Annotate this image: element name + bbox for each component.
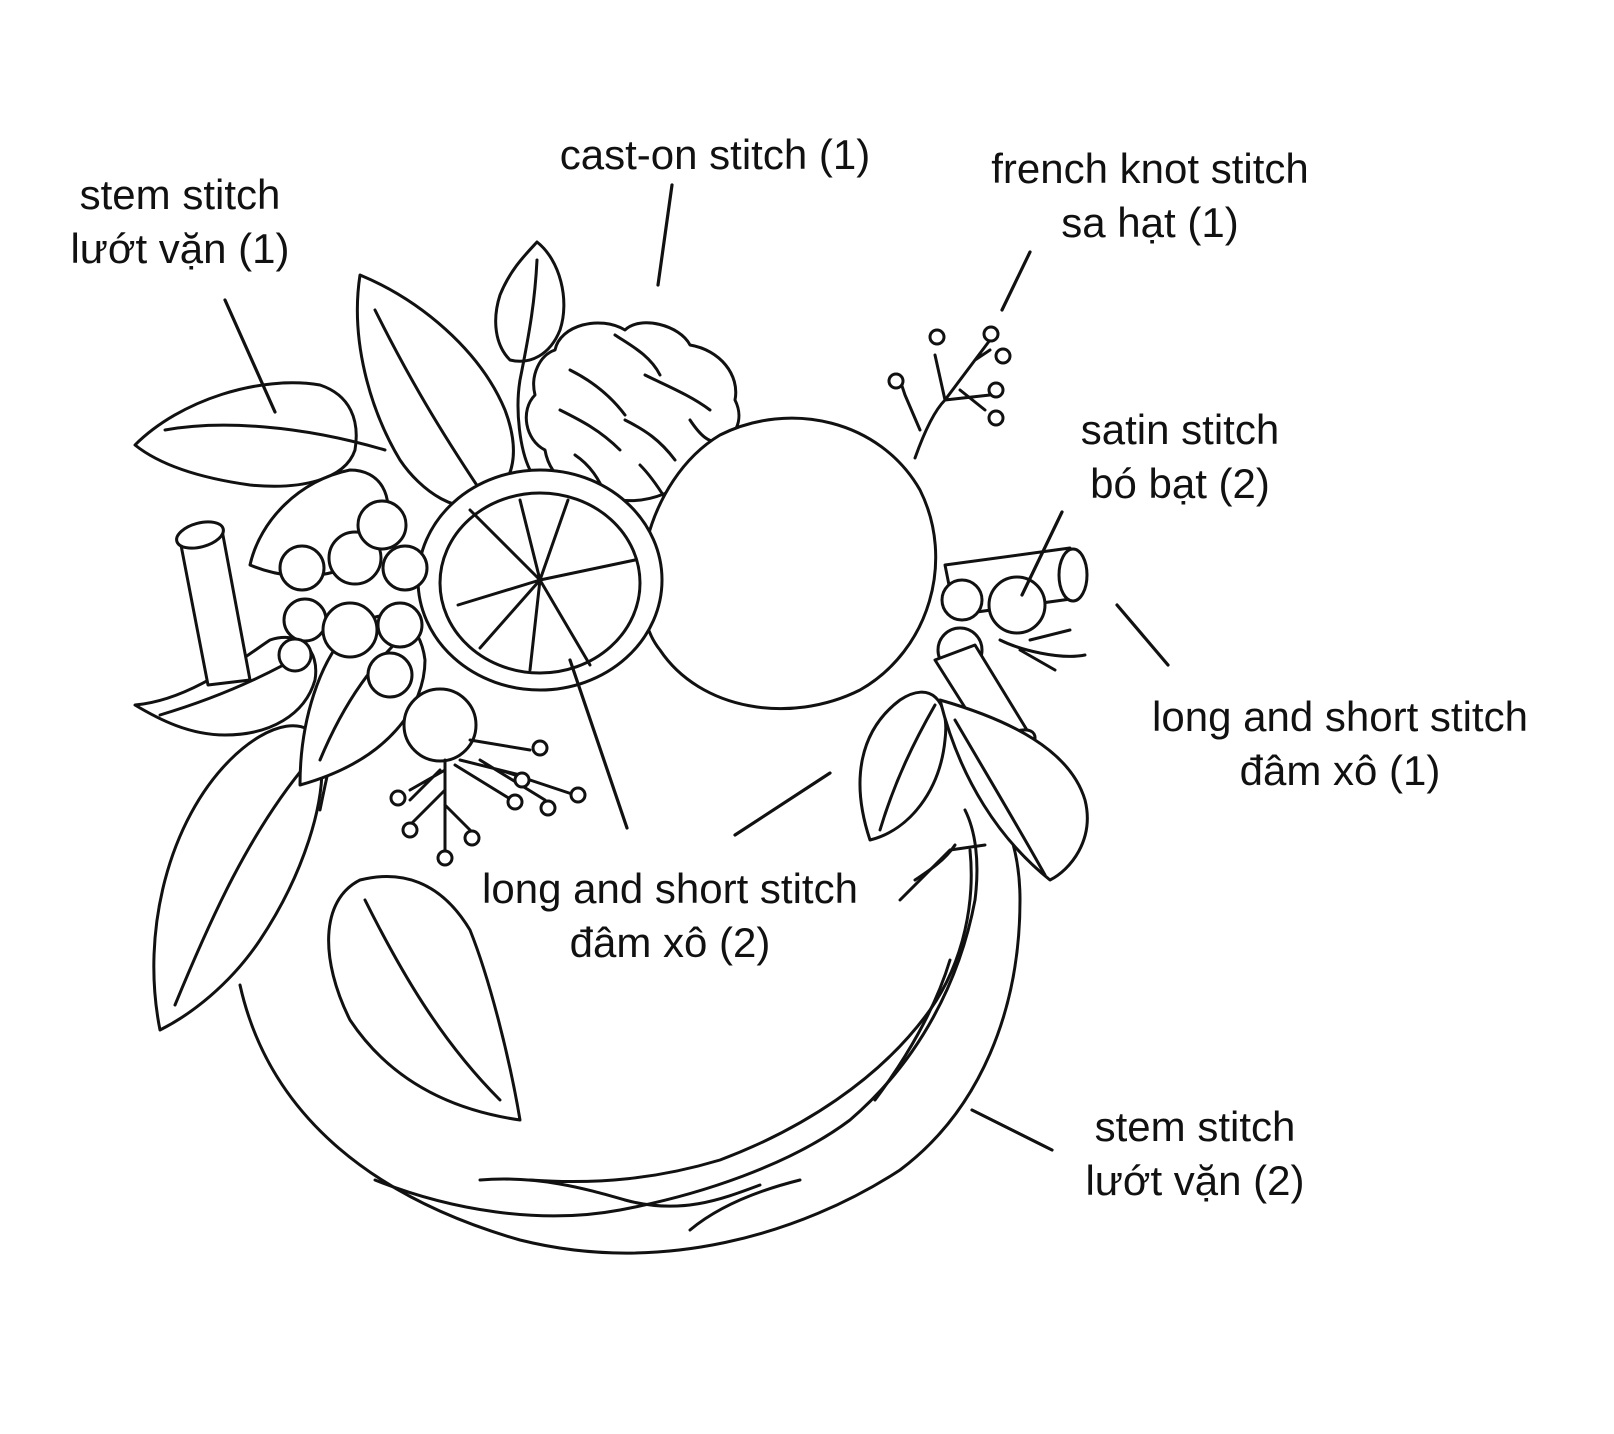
leader-stem-1 bbox=[223, 298, 277, 414]
berry-cluster bbox=[277, 499, 478, 763]
berry-sprigs-lower bbox=[389, 738, 587, 867]
label-stem-stitch-2: stem stitch lướt vặn (2) bbox=[1075, 1100, 1315, 1208]
label-long-short-1-line2: đâm xô (1) bbox=[1239, 747, 1441, 794]
wreath-branch bbox=[238, 698, 1022, 1255]
leaves-left bbox=[133, 468, 427, 1032]
label-satin-line2: bó bạt (2) bbox=[1090, 460, 1270, 507]
round-fruit bbox=[639, 416, 938, 711]
leaf-tall-left bbox=[355, 273, 515, 508]
label-cast-on-stitch-line1: cast-on stitch (1) bbox=[559, 131, 871, 178]
label-long-short-2-line2: đâm xô (2) bbox=[569, 919, 771, 966]
twig-right bbox=[998, 628, 1087, 672]
label-satin-stitch: satin stitch bó bạt (2) bbox=[1060, 403, 1300, 511]
label-stem-stitch-2-line2: lướt vặn (2) bbox=[1085, 1157, 1305, 1204]
label-long-short-2-line1: long and short stitch bbox=[482, 865, 858, 912]
label-long-short-1-line1: long and short stitch bbox=[1152, 693, 1528, 740]
stick-left bbox=[175, 520, 252, 687]
label-long-short-stitch-2: long and short stitch đâm xô (2) bbox=[460, 862, 880, 970]
label-french-knot-stitch: french knot stitch sa hạt (1) bbox=[955, 142, 1345, 250]
leader-french-knot bbox=[1000, 250, 1032, 312]
french-knot-sprig bbox=[887, 325, 1012, 460]
leader-cast-on bbox=[656, 183, 674, 287]
label-long-short-stitch-1: long and short stitch đâm xô (1) bbox=[1130, 690, 1550, 798]
leaf-lower-left bbox=[327, 875, 522, 1122]
citrus-slice bbox=[416, 468, 664, 692]
leader-long-short-2b bbox=[733, 771, 832, 837]
label-stem-stitch-2-line1: stem stitch bbox=[1094, 1103, 1296, 1150]
label-french-knot-line1: french knot stitch bbox=[991, 145, 1309, 192]
label-french-knot-line2: sa hạt (1) bbox=[1061, 199, 1239, 246]
leaves-right bbox=[858, 690, 1089, 882]
label-satin-line1: satin stitch bbox=[1080, 406, 1280, 453]
label-cast-on-stitch: cast-on stitch (1) bbox=[530, 128, 900, 182]
label-stem-stitch-1-line1: stem stitch bbox=[79, 171, 281, 218]
leader-satin bbox=[1020, 510, 1064, 597]
leader-long-short-2a bbox=[568, 658, 629, 830]
leaf-small-top bbox=[494, 240, 566, 472]
berries-right bbox=[936, 575, 1047, 674]
leader-lines bbox=[223, 183, 1170, 1152]
label-stem-stitch-1-line2: lướt vặn (1) bbox=[70, 225, 290, 272]
leader-stem-2 bbox=[970, 1108, 1054, 1152]
leaf-top-left bbox=[133, 381, 387, 488]
leader-long-short-1 bbox=[1115, 603, 1170, 667]
label-stem-stitch-1: stem stitch lướt vặn (1) bbox=[60, 168, 300, 276]
